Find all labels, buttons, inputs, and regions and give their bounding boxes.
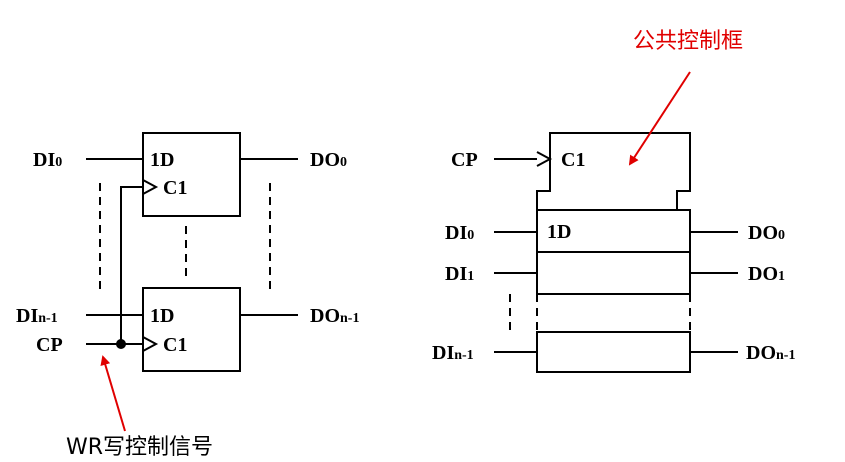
ff-bottom-clock-triangle: [142, 336, 159, 352]
cell0-d-label: 1D: [547, 221, 571, 243]
wire-clock-up: [120, 186, 143, 344]
annotation-arrow-wr: [100, 355, 126, 432]
label-r-di0: DI0: [445, 222, 474, 244]
label-r-din1: DIn-1: [432, 342, 474, 364]
annotation-wr-control: WR写控制信号: [66, 435, 213, 460]
label-cp-left: CP: [36, 334, 63, 356]
register-cell-1: [536, 251, 691, 295]
control-clock-triangle: [536, 151, 553, 167]
label-don1: DOn-1: [310, 305, 359, 327]
label-r-do0: DO0: [748, 222, 785, 244]
left-register-diagram: 1D C1 1D C1 DI0 DO0 DIn-1 DOn-1 CP WR写控制…: [16, 132, 359, 460]
register-cell-n-1: [536, 331, 691, 373]
common-control-box: [536, 132, 691, 210]
ff-top-d-label: 1D: [150, 149, 174, 171]
label-r-di1: DI1: [445, 263, 474, 285]
control-c-label: C1: [561, 149, 585, 171]
annotation-common-control: 公共控制框: [633, 29, 743, 54]
flip-flop-top: [142, 132, 241, 217]
clock-junction-dot: [116, 339, 126, 349]
ff-top-clock-triangle: [142, 179, 159, 195]
flip-flop-bottom: [142, 287, 241, 372]
right-register-diagram: C1 1D CP DI0 DO0 DI1 DO1 DIn-1 DOn-1 公共控…: [432, 29, 795, 373]
label-din1: DIn-1: [16, 305, 58, 327]
label-r-do1: DO1: [748, 263, 785, 285]
ff-top-c-label: C1: [163, 177, 187, 199]
annotation-arrow-control: [628, 71, 691, 166]
label-do0: DO0: [310, 149, 347, 171]
label-r-don1: DOn-1: [746, 342, 795, 364]
label-di0: DI0: [33, 149, 62, 171]
ff-bottom-d-label: 1D: [150, 305, 174, 327]
ff-bottom-c-label: C1: [163, 334, 187, 356]
label-cp-right: CP: [451, 149, 478, 171]
